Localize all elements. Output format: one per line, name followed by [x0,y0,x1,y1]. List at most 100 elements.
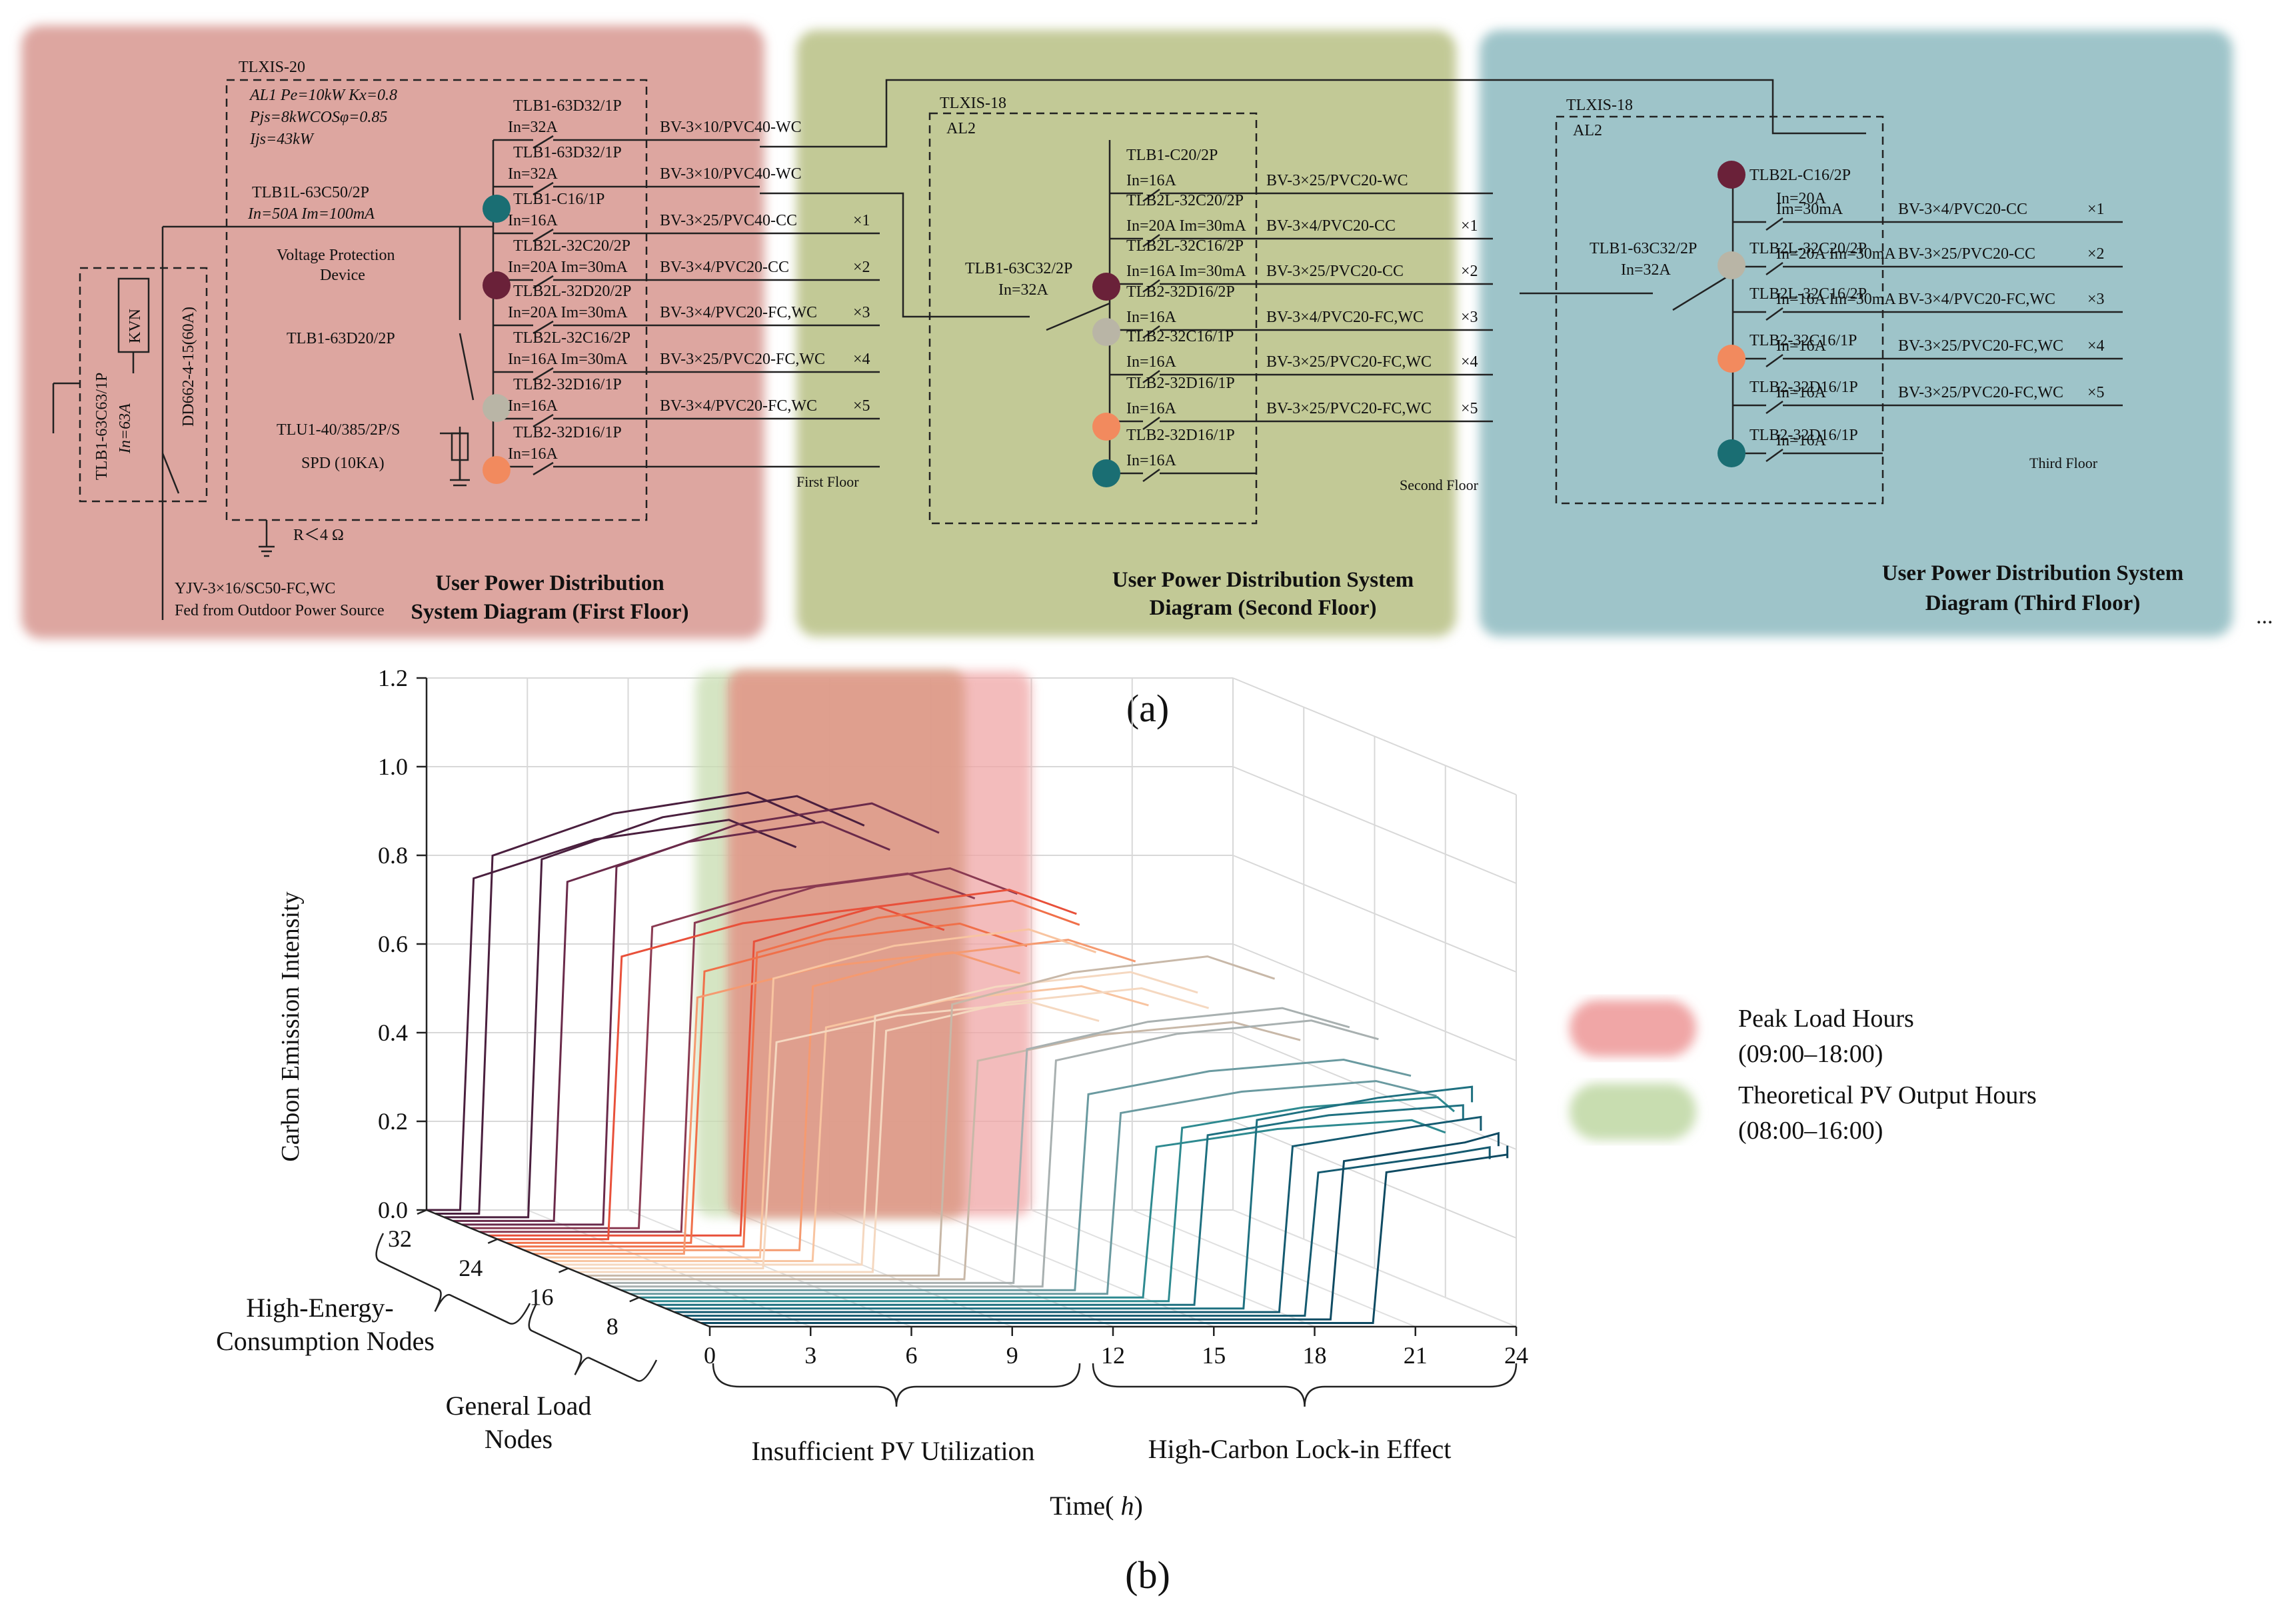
y-axis-label: Carbon Emission Intensity [277,891,305,1161]
z-group-label: Consumption Nodes [216,1326,435,1356]
x-group-label: High-Carbon Lock-in Effect [1148,1434,1452,1464]
floor1-circuit-cable: BV-3×4/PVC20-FC,WC [660,304,817,321]
series-line [462,802,940,1226]
floor2-node-marker [1092,459,1120,487]
x-tick-label: 9 [1006,1342,1018,1369]
floor3-circuit-cable: BV-3×25/PVC20-FC,WC [1898,337,2063,355]
floor2-branch-switch [1142,188,1160,203]
floor1-circuit-count: ×4 [853,351,870,368]
floor2-caption: User Power Distribution System [1112,568,1414,592]
floor3-circuit-count: ×1 [2087,201,2105,218]
floor1-branch-switch [533,135,554,149]
panel-b-label: (b) [1125,1553,1170,1597]
floor1-dd-meter: DD662-4-15(60A) [180,307,197,427]
floor3-circuit-model: TLB2-32C16/1P [1749,332,1857,349]
z-tick-label: 8 [606,1313,618,1339]
y-tick-label: 0.6 [378,931,408,957]
floor2-diagram [760,112,1493,525]
floor3-box-sub: AL2 [1573,122,1602,139]
floor2-circuit-rating: In=16A [1126,309,1177,326]
x-group-brace [712,1363,1081,1407]
floor2-circuit-count: ×2 [1461,263,1478,280]
floor2-main-rating: In=32A [998,281,1049,299]
floor2-branch-switch [1142,325,1160,339]
x-tick-label: 0 [704,1342,716,1369]
floor1-isolator: TLB1-63C63/1P [93,373,111,480]
series-line [524,939,1136,1251]
floor3-circuit-cable: BV-3×25/PVC20-CC [1898,245,2035,263]
x-group-brace [1092,1363,1518,1407]
series-line [489,889,1077,1237]
z-group-label: Nodes [485,1424,553,1454]
floor1-isolator-box [79,267,208,503]
floor2-box-sub: AL2 [946,120,976,137]
floor2-circuit-rating: In=20A Im=30mA [1126,217,1246,235]
series-line [515,899,1080,1248]
floor3-circuit-rating: In=16A [1776,432,1827,449]
series-line [665,1085,1474,1310]
grid-line [829,1209,1114,1327]
x-tick-label: 3 [804,1342,816,1369]
z-tick [417,1209,427,1215]
floor1-ground-label: R＜4 Ω [293,527,344,544]
floor1-floor-label: First Floor [796,473,859,490]
floor1-box-title: TLXIS-20 [239,59,305,76]
kvn-label: KVN [127,309,144,343]
legend-pv-sub: (08:00–16:00) [1738,1117,1883,1145]
floor2-circuit-cable: BV-3×25/PVC20-WC [1266,172,1408,189]
floor2-distribution-box [928,112,1258,525]
floor2-node-marker [1092,413,1120,441]
floor1-circuit-model: TLB2-32D16/1P [513,424,622,441]
floor2-circuit-model: TLB2-32C16/1P [1126,328,1234,345]
floor2-branch-switch [1142,279,1160,293]
floor1-circuit-cable: BV-3×25/PVC40-CC [660,212,797,229]
floor1-circuit-model: TLB2L-32C20/2P [513,237,630,255]
grid-line [930,1209,1214,1327]
floor1-circuit-rating: In=20A Im=30mA [508,304,628,321]
chart-series [427,791,1509,1324]
floor3-node-marker [1718,345,1745,373]
floor1-circuit-rating: In=16A [508,445,559,463]
series-line [692,1131,1500,1321]
floor1-branch-switch [533,228,554,243]
legend-peak-label: Peak Load Hours [1738,1005,1914,1033]
floor2-circuit-model: TLB2-32D16/2P [1126,283,1235,301]
floor1-circuit-rating: In=16A [508,212,559,229]
floor2-circuit-count: ×4 [1461,353,1478,371]
series-line [497,905,945,1241]
floor1-feed-cable: YJV-3×16/SC50-FC,WC [175,580,335,597]
z-tick-label: 24 [459,1255,483,1281]
x-axis-label-close: ) [1134,1491,1143,1521]
series-line [630,1080,1437,1295]
floor1-circuit-rating: In=16A Im=30mA [508,351,628,368]
grid-line [628,1209,912,1327]
floor3-circuit-rating: Im=30mA [1776,201,1843,218]
z-group-label: General Load [446,1391,592,1421]
floor2-circuit-count: ×3 [1461,309,1478,326]
floor3-branch-switch [1765,261,1783,276]
floor2-floor-label: Second Floor [1400,477,1479,493]
series-line [506,922,1028,1244]
floor2-box-title: TLXIS-18 [940,95,1006,112]
floor1-distribution-box [225,79,648,521]
floor3-circuit-count: ×4 [2087,337,2105,355]
floor1-spd-label: SPD (10KA) [301,455,385,472]
panel-a-ellipsis: ... [2256,604,2273,629]
floor1-node-marker [483,195,511,223]
z-tick [559,1267,569,1273]
floor1-breaker-2063: TLB1-63D20/2P [287,330,395,347]
floor2-circuit-model: TLB2-32D16/1P [1126,375,1235,392]
series-line [612,1019,1379,1288]
floor3-circuit-model: TLB2L-32C20/2P [1749,240,1867,257]
series-line [621,1058,1412,1291]
floor1-node-marker [483,456,511,484]
x-tick-label: 12 [1101,1342,1125,1369]
floor1-circuit-count: ×2 [853,259,870,276]
floor1-branch-switch [533,461,554,476]
floor2-branch-switch [1142,233,1160,248]
floor1-node-marker [483,271,511,299]
floor1-branch-switch [533,320,554,335]
floor3-main-rating: In=32A [1621,261,1672,279]
